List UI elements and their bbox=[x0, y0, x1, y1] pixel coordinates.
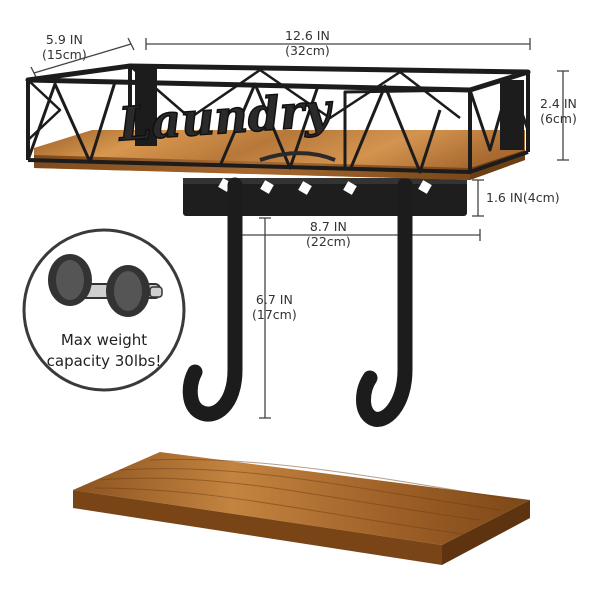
height-dimension: 2.4 IN (6cm) bbox=[540, 96, 577, 126]
hook-length-imperial: 6.7 IN bbox=[255, 292, 293, 307]
weight-caption: Max weight capacity 30lbs! bbox=[34, 330, 174, 372]
weight-badge bbox=[22, 228, 186, 392]
weight-line1: Max weight bbox=[60, 331, 148, 349]
width-imperial: 12.6 IN bbox=[285, 28, 330, 43]
height-imperial: 2.4 IN bbox=[540, 96, 577, 111]
left-hook bbox=[182, 177, 243, 422]
dumbbell-icon bbox=[48, 254, 163, 317]
wooden-shelf bbox=[73, 452, 530, 565]
width-metric: (32cm) bbox=[285, 43, 330, 58]
weight-line2: capacity 30lbs! bbox=[46, 352, 162, 370]
hook-length-metric: (17cm) bbox=[252, 307, 297, 322]
depth-dimension: 5.9 IN (15cm) bbox=[42, 32, 87, 62]
hook-length-dimension: 6.7 IN (17cm) bbox=[252, 292, 297, 322]
wire-basket bbox=[25, 63, 531, 174]
wall-bracket bbox=[183, 178, 467, 216]
hook-span-imperial: 8.7 IN bbox=[309, 219, 347, 234]
bracket-label: 1.6 IN(4cm) bbox=[486, 190, 560, 205]
right-hook bbox=[356, 177, 413, 427]
width-dimension: 12.6 IN (32cm) bbox=[285, 28, 330, 58]
hook-span-metric: (22cm) bbox=[306, 234, 351, 249]
depth-metric: (15cm) bbox=[42, 47, 87, 62]
hook-span-dimension: 8.7 IN (22cm) bbox=[306, 219, 351, 249]
hooks bbox=[182, 177, 413, 427]
depth-imperial: 5.9 IN bbox=[45, 32, 83, 47]
bracket-dimension: 1.6 IN(4cm) bbox=[486, 190, 560, 205]
height-metric: (6cm) bbox=[540, 111, 577, 126]
